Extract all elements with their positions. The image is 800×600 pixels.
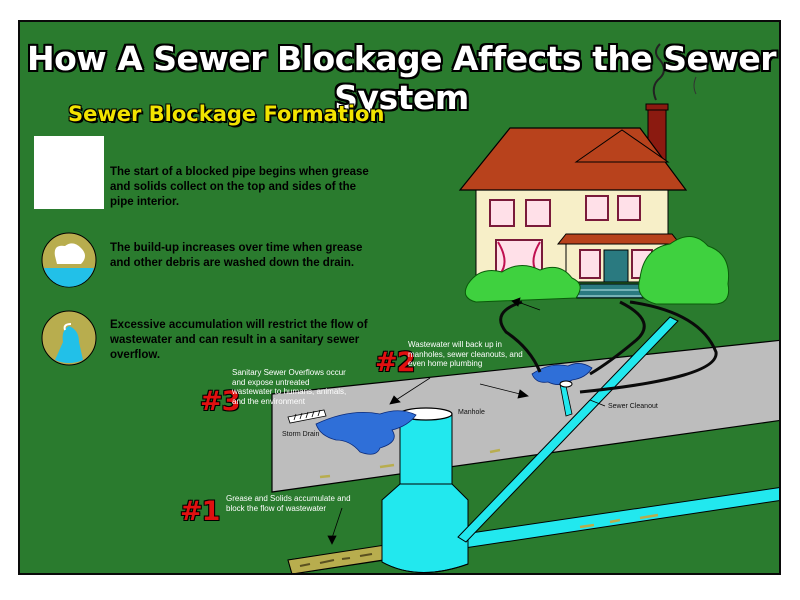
storm-drain bbox=[287, 409, 327, 424]
section-subtitle: Sewer Blockage Formation bbox=[68, 102, 385, 126]
house-drain-lines bbox=[499, 300, 718, 394]
manhole bbox=[381, 407, 469, 573]
stage-3-text: Excessive accumulation will restrict the… bbox=[110, 319, 368, 361]
stage-1-frame bbox=[34, 136, 104, 208]
sewer-cleanout-label: Sewer Cleanout bbox=[608, 403, 658, 410]
stage-2-image bbox=[41, 232, 97, 288]
manhole-label: Manhole bbox=[458, 409, 485, 416]
shrubs bbox=[464, 236, 730, 305]
illustration bbox=[34, 43, 779, 573]
stage-1-text: The start of a blocked pipe begins when … bbox=[110, 166, 369, 208]
stage-2-text: The build-up increases over time when gr… bbox=[110, 242, 363, 269]
sewer-main-pipe bbox=[287, 487, 779, 573]
callout-arrows bbox=[327, 297, 606, 545]
stage-3-image bbox=[41, 310, 97, 366]
poster-title: How A Sewer Blockage Affects the Sewer S… bbox=[26, 39, 777, 117]
house-lateral-pipe bbox=[457, 316, 679, 543]
callout-1-text: Grease and Solids accumulate and block t… bbox=[226, 494, 351, 513]
poster: How A Sewer Blockage Affects the Sewer S… bbox=[18, 20, 781, 575]
sewer-cleanout bbox=[559, 380, 573, 388]
callout-3-number: #3 bbox=[200, 386, 240, 417]
callout-3-text: Sanitary Sewer Overflows occur and expos… bbox=[232, 368, 347, 406]
storm-drain-label: Storm Drain bbox=[282, 431, 320, 438]
house bbox=[458, 43, 697, 299]
callout-2-text: Wastewater will back up in manholes, sew… bbox=[408, 340, 523, 368]
callout-2-number: #2 bbox=[375, 347, 415, 378]
overflow-water bbox=[315, 363, 593, 455]
callout-1-number: #1 bbox=[180, 496, 220, 527]
